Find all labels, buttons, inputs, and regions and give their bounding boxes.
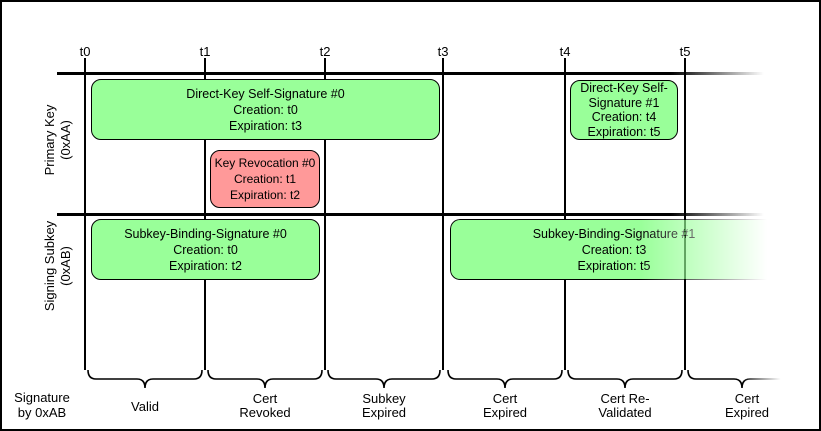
tick-label-t4: t4 [559,44,571,59]
brace-cert-revalidated [567,369,683,389]
row-label-signing-subkey-name: Signing Subkey [42,220,57,312]
box-expiration: Expiration: t5 [577,258,651,273]
row-label-signing-subkey: Signing Subkey (0xAB) [42,186,82,346]
signing-subkey-timeline-line [57,213,771,216]
brace-valid [87,369,203,389]
tick-label-t3: t3 [437,44,449,59]
box-title: Direct-Key Self-Signature #1 [580,81,668,110]
period-label-cert-revalidated: Cert Re- Validated [598,391,652,420]
box-expiration: Expiration: t2 [229,188,301,202]
brace-subkey-expired [327,369,441,389]
brace-cert-expired-2 [687,369,798,389]
brace-cert-revoked [207,369,323,389]
tick-label-t1: t1 [199,44,211,59]
tick-label-t2: t2 [319,44,331,59]
period-label-cert-revoked: Cert Revoked [239,391,291,420]
period-label-valid: Valid [131,399,159,414]
box-title: Direct-Key Self-Signature #0 [186,86,345,101]
axis-caption-signature-by-0xab: Signature by 0xAB [14,390,70,420]
box-direct-key-self-signature-1: Direct-Key Self-Signature #1 Creation: t… [570,80,678,140]
primary-key-timeline-line [57,72,771,75]
period-braces [87,369,798,389]
box-subkey-binding-signature-0: Subkey-Binding-Signature #0 Creation: t0… [91,219,320,280]
row-label-signing-subkey-id: (0xAB) [58,246,73,286]
box-creation: Creation: t4 [591,110,657,124]
box-direct-key-self-signature-0: Direct-Key Self-Signature #0 Creation: t… [91,79,440,140]
box-key-revocation-0: Key Revocation #0 Creation: t1 Expiratio… [210,150,320,208]
box-creation: Creation: t0 [173,242,238,257]
box-creation: Creation: t3 [581,242,647,257]
period-label-cert-expired-2: Cert Expired [724,391,770,420]
tick-label-t5: t5 [679,44,691,59]
tick-label-t0: t0 [79,44,91,59]
box-creation: Creation: t1 [233,172,297,186]
brace-cert-expired [447,369,563,389]
box-title: Subkey-Binding-Signature #1 [532,226,696,241]
box-expiration: Expiration: t2 [169,258,242,273]
box-creation: Creation: t0 [233,102,298,117]
period-label-cert-expired: Cert Expired [482,391,528,420]
box-title: Subkey-Binding-Signature #0 [124,226,287,241]
period-label-subkey-expired: Subkey Expired [361,391,407,420]
box-expiration: Expiration: t3 [229,118,302,133]
box-title: Key Revocation #0 [214,156,316,170]
box-expiration: Expiration: t5 [587,124,661,139]
box-subkey-binding-signature-1: Subkey-Binding-Signature #1 Creation: t3… [450,219,777,280]
